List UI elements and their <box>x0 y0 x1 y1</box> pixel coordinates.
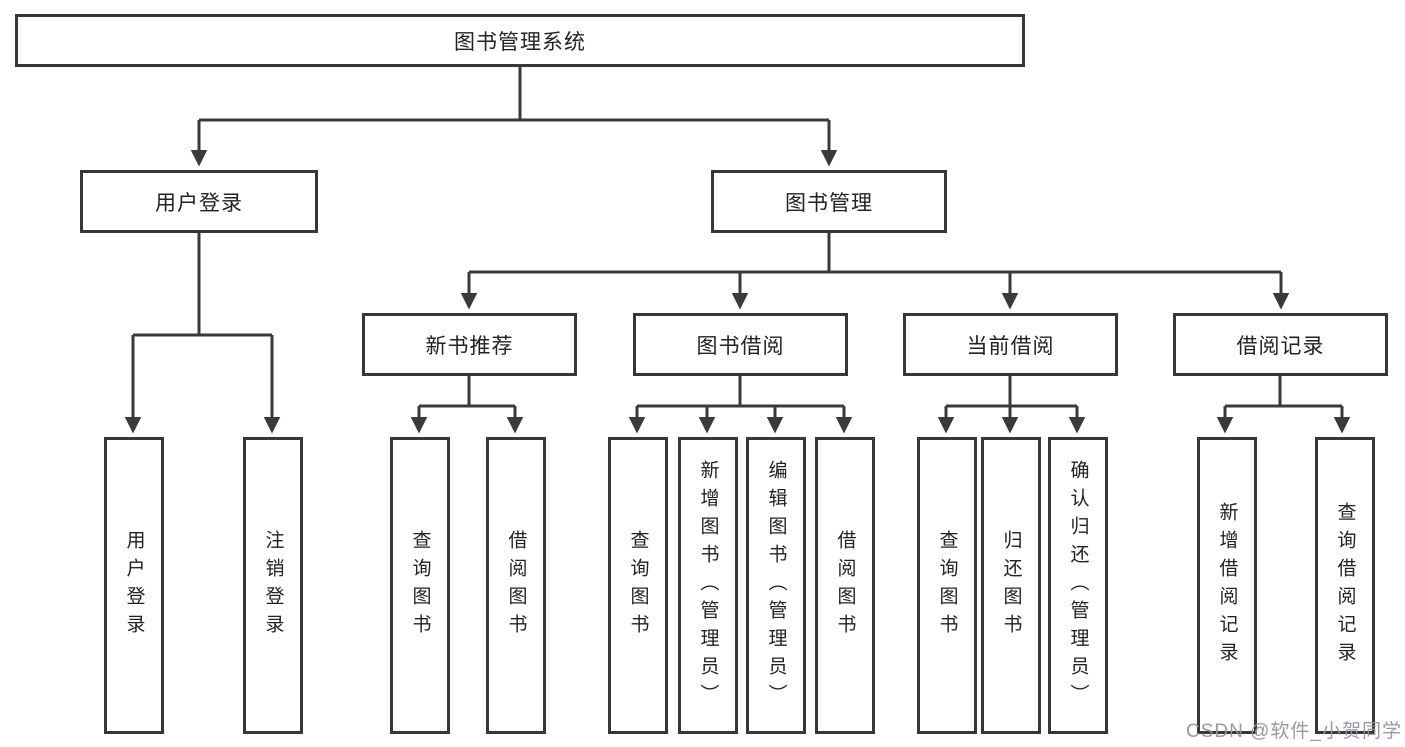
node-borrow-records-label: 借阅记录 <box>1236 334 1325 358</box>
node-borrow-records: 借阅记录 <box>1173 313 1388 376</box>
leaf-add-books-admin: 新增图书（管理员） <box>678 437 738 734</box>
leaf-return-books-label: 归还图书 <box>1000 529 1022 642</box>
leaf-borrow-books-label: 借阅图书 <box>834 529 856 642</box>
node-current-borrow-label: 当前借阅 <box>966 334 1055 358</box>
leaf-query-books-borrow: 查询图书 <box>608 437 668 734</box>
leaf-add-books-admin-label: 新增图书（管理员） <box>697 459 719 712</box>
node-user-login: 用户登录 <box>80 170 318 233</box>
leaf-logout-label: 注销登录 <box>262 529 284 642</box>
node-new-book-recommend-label: 新书推荐 <box>425 334 514 358</box>
leaf-user-login: 用户登录 <box>104 437 164 734</box>
node-root-system: 图书管理系统 <box>15 14 1025 67</box>
leaf-borrow-books-recommend: 借阅图书 <box>486 437 546 734</box>
node-current-borrow: 当前借阅 <box>903 313 1118 376</box>
leaf-query-books-borrow-label: 查询图书 <box>627 529 649 642</box>
csdn-watermark: CSDN @软件_小贺同学 <box>1186 721 1402 742</box>
leaf-query-borrow-record-label: 查询借阅记录 <box>1334 501 1356 670</box>
leaf-add-borrow-record-label: 新增借阅记录 <box>1216 501 1238 670</box>
leaf-confirm-return-admin-label: 确认归还（管理员） <box>1067 459 1089 712</box>
leaf-borrow-books: 借阅图书 <box>815 437 875 734</box>
leaf-query-books-recommend: 查询图书 <box>390 437 450 734</box>
leaf-add-borrow-record: 新增借阅记录 <box>1197 437 1257 734</box>
leaf-logout: 注销登录 <box>243 437 303 734</box>
node-new-book-recommend: 新书推荐 <box>362 313 577 376</box>
node-user-login-label: 用户登录 <box>155 191 243 215</box>
leaf-edit-books-admin: 编辑图书（管理员） <box>746 437 806 734</box>
node-book-management-label: 图书管理 <box>785 191 873 215</box>
node-root-label: 图书管理系统 <box>454 30 586 54</box>
leaf-confirm-return-admin: 确认归还（管理员） <box>1048 437 1108 734</box>
leaf-query-books-current: 查询图书 <box>917 437 977 734</box>
leaf-query-books-current-label: 查询图书 <box>936 529 958 642</box>
leaf-return-books: 归还图书 <box>981 437 1041 734</box>
leaf-borrow-books-recommend-label: 借阅图书 <box>505 529 527 642</box>
leaf-query-borrow-record: 查询借阅记录 <box>1315 437 1375 734</box>
node-book-management: 图书管理 <box>711 170 947 233</box>
node-book-borrow-label: 图书借阅 <box>696 334 785 358</box>
leaf-query-books-recommend-label: 查询图书 <box>409 529 431 642</box>
leaf-user-login-label: 用户登录 <box>123 529 145 642</box>
node-book-borrow: 图书借阅 <box>633 313 848 376</box>
leaf-edit-books-admin-label: 编辑图书（管理员） <box>765 459 787 712</box>
